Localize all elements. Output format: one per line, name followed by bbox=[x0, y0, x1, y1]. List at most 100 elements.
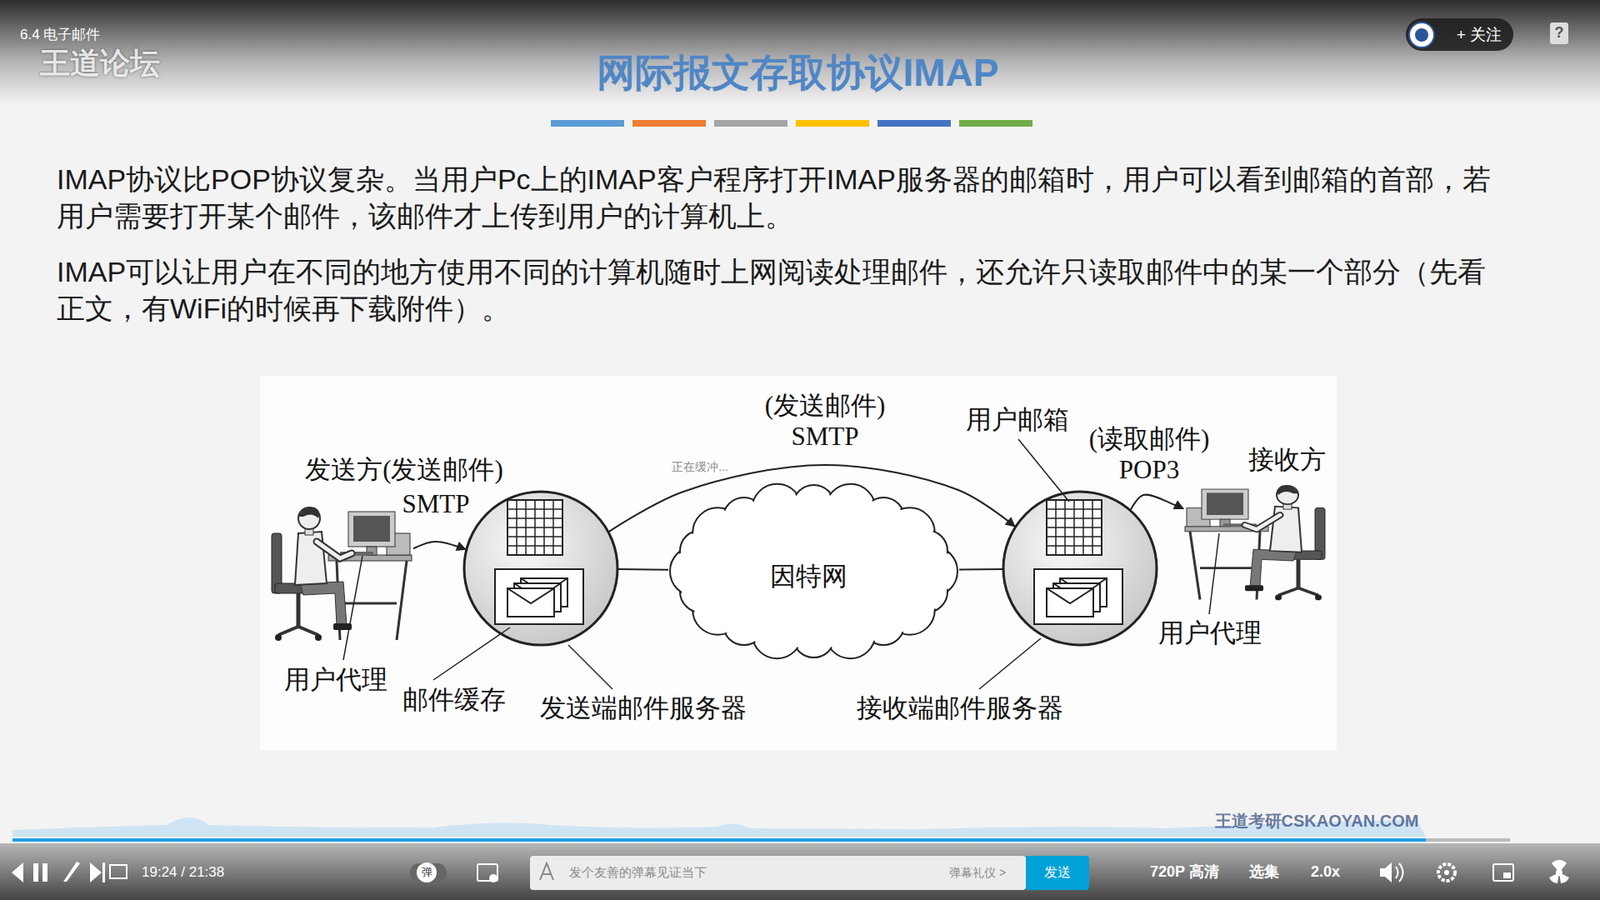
leader-line bbox=[343, 555, 363, 660]
send-button-label: 发送 bbox=[1044, 864, 1071, 880]
connector bbox=[413, 541, 466, 550]
control-bar bbox=[0, 843, 1600, 900]
protocol-label: (读取邮件) POP3 bbox=[1067, 423, 1231, 485]
danmaku-toggle-label: 弹 bbox=[421, 865, 433, 880]
mailbox-grid bbox=[1046, 500, 1102, 555]
player-icon bbox=[1444, 870, 1450, 875]
connector bbox=[618, 568, 669, 571]
connector bbox=[1130, 495, 1184, 510]
text-slot: 接收端邮件服务器 bbox=[856, 692, 1064, 724]
title-color-bars bbox=[959, 120, 1033, 127]
text-slot: 因特网 bbox=[770, 560, 848, 592]
part-label: 用户邮箱 bbox=[965, 404, 1070, 435]
video-title: 6.4 电子邮件 bbox=[20, 26, 100, 44]
sender-figure bbox=[271, 506, 412, 641]
player-icon bbox=[1395, 863, 1404, 882]
text-slot: IMAP协议比POP协议复杂。当用户Pc上的IMAP客户程序打开IMAP服务器的… bbox=[56, 160, 1499, 235]
part-label: 邮件缓存 bbox=[402, 684, 506, 715]
text-slot: 用户代理 bbox=[1158, 617, 1262, 649]
leader-line bbox=[433, 627, 510, 680]
progress-played bbox=[12, 838, 1426, 842]
player-icon bbox=[11, 862, 24, 883]
leader-line bbox=[1209, 533, 1220, 615]
text-slot: 720P 高清 bbox=[1150, 863, 1220, 882]
text-slot: (发送邮件) SMTP bbox=[743, 390, 907, 452]
diagram-panel bbox=[260, 375, 1337, 750]
body-paragraph: IMAP协议比POP协议复杂。当用户Pc上的IMAP客户程序打开IMAP服务器的… bbox=[56, 160, 1499, 235]
connector bbox=[959, 568, 1003, 571]
text-slot: 发个友善的弹幕见证当下 bbox=[569, 865, 707, 880]
text-slot: ? bbox=[1555, 24, 1565, 43]
server-fill bbox=[463, 490, 619, 646]
server-fill bbox=[463, 490, 1158, 646]
server-outline bbox=[1001, 490, 1159, 647]
mail-cache-envelopes bbox=[495, 569, 584, 625]
node-label: 发送方(发送邮件) bbox=[305, 454, 504, 485]
player-icon bbox=[540, 863, 554, 880]
server-fill bbox=[1002, 490, 1158, 646]
sender-user: 发送方(发送邮件) bbox=[270, 500, 414, 643]
mail-cache-envelopes bbox=[507, 588, 555, 604]
help-icon-label: ? bbox=[1555, 24, 1565, 43]
text-slot: 选集 bbox=[1249, 863, 1280, 882]
text-slot: 正在缓冲... bbox=[671, 460, 729, 475]
mail-server: 接收端邮件服务器 bbox=[1001, 490, 1159, 647]
text-slot: 网际报文存取协议IMAP bbox=[596, 50, 1000, 96]
player-icon bbox=[33, 863, 39, 882]
buffering-note: 正在缓冲... bbox=[671, 460, 729, 475]
player-icon bbox=[102, 862, 105, 883]
part-label: 用户代理 bbox=[1158, 617, 1262, 649]
text-slot: 6.4 电子邮件 bbox=[20, 26, 100, 44]
text-slot: 弹 bbox=[421, 865, 433, 880]
player-icon bbox=[1503, 872, 1511, 879]
mail-cache-envelopes bbox=[507, 588, 555, 617]
episode-menu: 选集 bbox=[1249, 863, 1280, 882]
slide-title: 网际报文存取协议IMAP bbox=[596, 50, 1000, 96]
mailbox-grid bbox=[1046, 500, 1102, 555]
text-slot: 王道考研CSKAOYAN.COM bbox=[1215, 810, 1420, 831]
text-slot: + 关注 bbox=[1456, 25, 1502, 45]
text-slot: 发送方(发送邮件) bbox=[305, 454, 504, 485]
protocol-label: (发送邮件) SMTP bbox=[743, 390, 907, 452]
text-slot: IMAP可以让用户在不同的地方使用不同的计算机随时上网阅读处理邮件，还允许只读取… bbox=[56, 253, 1499, 327]
player-icon bbox=[1380, 862, 1392, 883]
player-icon bbox=[416, 862, 437, 883]
follow-button bbox=[1405, 18, 1514, 51]
title-color-bars bbox=[714, 120, 788, 127]
text-slot: (读取邮件) POP3 bbox=[1067, 423, 1231, 485]
text-slot: SMTP bbox=[400, 488, 473, 520]
text-slot: 发送 bbox=[1044, 864, 1071, 880]
watermark: 王道考研CSKAOYAN.COM bbox=[1215, 810, 1420, 831]
progress-track bbox=[12, 838, 1510, 842]
player-icon bbox=[1025, 855, 1090, 890]
player-icon bbox=[1438, 864, 1455, 881]
part-label: 用户代理 bbox=[284, 664, 388, 695]
player-icon bbox=[489, 874, 498, 883]
leader-line bbox=[979, 638, 1041, 690]
help-icon bbox=[1550, 22, 1569, 45]
node-label: 接收方 bbox=[1248, 444, 1326, 475]
mail-cache-envelopes bbox=[1046, 588, 1094, 604]
text-slot: 邮件缓存 bbox=[402, 684, 506, 715]
player-icon bbox=[1549, 860, 1570, 884]
player-icon bbox=[110, 865, 127, 879]
mailbox-grid bbox=[507, 500, 563, 555]
audio-waveform bbox=[12, 817, 1426, 837]
internet-cloud: 因特网 bbox=[668, 479, 960, 664]
body-paragraph: IMAP可以让用户在不同的地方使用不同的计算机随时上网阅读处理邮件，还允许只读取… bbox=[56, 253, 1499, 327]
leader-line bbox=[568, 645, 613, 690]
mail-cache-envelopes bbox=[1034, 569, 1123, 625]
text-slot: 19:24 / 21:38 bbox=[141, 864, 225, 881]
follow-button bbox=[1415, 28, 1429, 42]
player-icon bbox=[42, 863, 48, 882]
follow-button bbox=[1405, 18, 1514, 51]
quality-setting: 720P 高清 bbox=[1150, 863, 1220, 882]
play-time: 19:24 / 21:38 bbox=[141, 864, 225, 881]
text-slot: 王道论坛 bbox=[40, 45, 160, 81]
server-outline bbox=[462, 490, 620, 647]
player-icon bbox=[1493, 864, 1514, 881]
title-color-bars bbox=[550, 120, 1033, 127]
text-slot: 发送端邮件服务器 bbox=[540, 692, 747, 724]
title-color-bars bbox=[632, 120, 706, 127]
